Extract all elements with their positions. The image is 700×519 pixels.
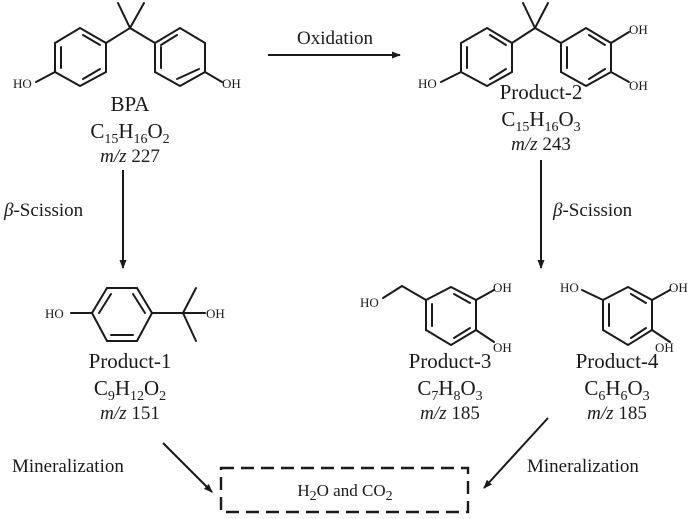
product4-structure: HO OH OH [560, 280, 688, 355]
beta-scission-label-left: β-Scission [3, 200, 84, 221]
product1-oh-label: OH [206, 306, 225, 321]
mineralization-label-right: Mineralization [527, 456, 639, 477]
product1-ho-label: HO [45, 306, 64, 321]
product3-oh-bottom-label: OH [493, 340, 512, 355]
oxidation-label: Oxidation [297, 28, 373, 49]
product2-mz: m/z 243 [511, 134, 571, 155]
product2-formula: C15H16O3 [501, 107, 580, 135]
bpa-ring-left [54, 26, 107, 88]
product3-structure: HO OH OH [360, 280, 512, 355]
product2-name: Product-2 [500, 80, 583, 104]
product4-oh-bottom-label: OH [655, 340, 674, 355]
product2-structure: HO OH OH [418, 2, 648, 93]
mineralization-arrow-left [162, 442, 213, 493]
product4-ring [602, 285, 653, 347]
mineralization-arrow-right [483, 417, 549, 489]
beta-scission-label-right: β-Scission [552, 200, 633, 221]
product4-ho-label: HO [560, 280, 579, 295]
product3-ho-label: HO [360, 295, 379, 310]
product1-mz: m/z 151 [100, 403, 160, 424]
bpa-name: BPA [111, 92, 151, 116]
bpa-formula: C15H16O2 [90, 119, 169, 147]
bpa-mz: m/z 227 [100, 146, 160, 167]
product3-formula: C7H8O3 [417, 376, 482, 404]
product3-name: Product-3 [409, 349, 492, 373]
product4-oh-top-label: OH [669, 280, 688, 295]
product2-ring-right [560, 26, 612, 88]
product4-name: Product-4 [576, 349, 659, 373]
product3-ring [425, 285, 477, 347]
bpa-ho-label: HO [13, 76, 32, 91]
final-products-label: H2O and CO2 [297, 481, 392, 504]
bpa-structure: HO OH [13, 2, 241, 91]
final-products-box [219, 466, 470, 514]
product2-ring-left [460, 26, 513, 88]
product4-mz: m/z 185 [587, 403, 647, 424]
bpa-oh-label: OH [222, 76, 241, 91]
product1-ring [90, 287, 154, 342]
product1-formula: C9H12O2 [94, 376, 166, 404]
product3-oh-top-label: OH [493, 280, 512, 295]
product2-oh-top-label: OH [629, 22, 648, 37]
product3-mz: m/z 185 [420, 403, 480, 424]
product1-name: Product-1 [89, 349, 172, 373]
product2-oh-bottom-label: OH [629, 78, 648, 93]
product1-structure: HO OH [45, 287, 225, 342]
product4-formula: C6H6O3 [584, 376, 649, 404]
product2-ho-label: HO [418, 76, 437, 91]
mineralization-label-left: Mineralization [12, 456, 124, 477]
